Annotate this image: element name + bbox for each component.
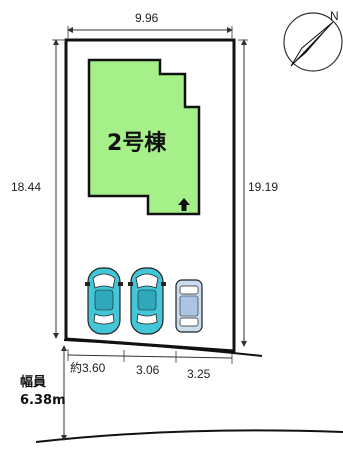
parking-car-1 <box>85 267 123 335</box>
dimension-left-depth: 18.44 <box>11 180 41 194</box>
frontage-segment-1: 約3.60 <box>70 360 106 375</box>
parking-car-2 <box>128 267 166 335</box>
dimension-top-width: 9.96 <box>135 11 159 25</box>
parking-car-3 <box>175 279 203 333</box>
dimension-right-depth: 19.19 <box>248 180 278 194</box>
frontage-segment-3: 3.25 <box>187 367 211 381</box>
road-width-value: 6.38m <box>20 393 66 408</box>
road-edge-far <box>35 429 343 443</box>
road-width-label: 幅員 <box>20 374 46 390</box>
road-edge-near <box>63 339 263 357</box>
building-footprint <box>87 58 201 216</box>
north-arrow-icon: N <box>283 9 343 72</box>
up-arrow-icon <box>178 198 190 211</box>
compass-label: N <box>330 9 339 23</box>
frontage-segment-2: 3.06 <box>136 363 160 377</box>
building-label: 2号棟 <box>107 130 167 156</box>
